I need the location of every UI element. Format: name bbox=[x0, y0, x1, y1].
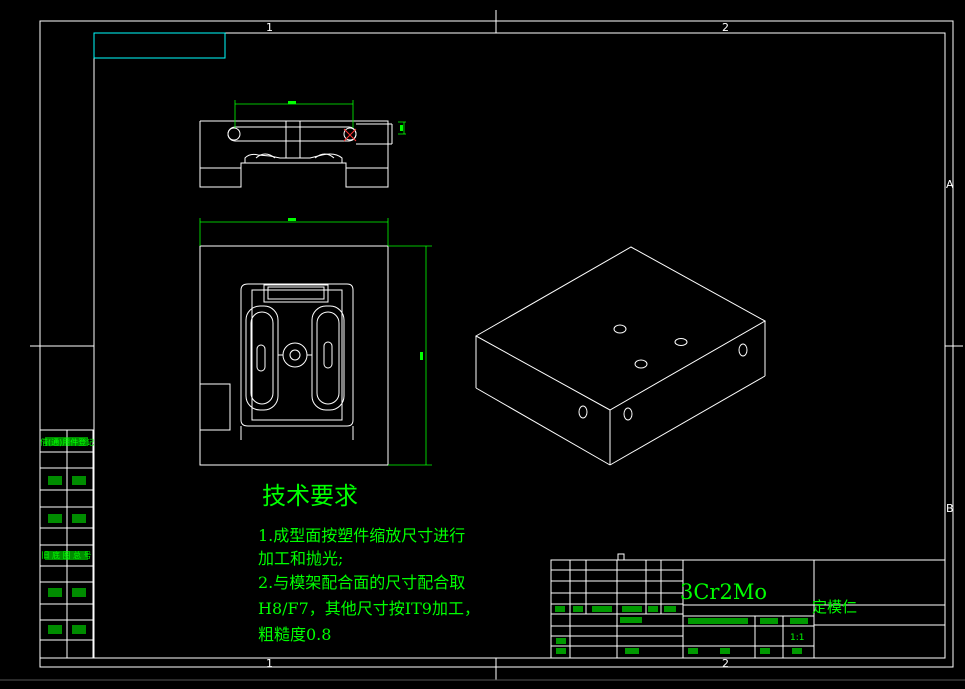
zone-label-bottom-1: 1 bbox=[266, 657, 273, 670]
zone-label-bottom-2: 2 bbox=[722, 657, 729, 670]
isometric-view bbox=[474, 246, 767, 466]
title-block bbox=[550, 559, 946, 659]
side-registration-table bbox=[39, 429, 94, 659]
tech-requirement-line-2: 加工和抛光; bbox=[258, 549, 344, 568]
side-label-signature: 签 字 bbox=[40, 588, 93, 598]
side-label-date: 日 期 bbox=[40, 625, 93, 635]
tech-requirement-line-1: 1.成型面按塑件缩放尺寸进行 bbox=[258, 526, 466, 545]
drawing-frame bbox=[39, 20, 954, 668]
top-view bbox=[199, 120, 393, 188]
zone-label-top-2: 2 bbox=[722, 21, 729, 34]
top-view-hidden-mark bbox=[343, 128, 357, 142]
centering-marks bbox=[0, 10, 965, 681]
tech-requirement-line-4: H8/F7，其他尺寸按IT9加工， bbox=[258, 599, 480, 618]
side-table-cells bbox=[45, 437, 88, 634]
top-view-dimensions bbox=[234, 100, 406, 135]
corner-title-box bbox=[93, 32, 226, 59]
tech-requirements-title: 技术要求 bbox=[262, 482, 358, 510]
side-label-reference-register: 借(通)用件登记 bbox=[40, 438, 95, 447]
tech-requirement-line-5: 粗糙度0.8 bbox=[258, 625, 332, 644]
scale-label: 1:1 bbox=[790, 633, 805, 643]
zone-label-top-1: 1 bbox=[266, 21, 273, 34]
zone-label-right-b: B bbox=[946, 502, 954, 515]
zone-label-right-a: A bbox=[946, 178, 954, 191]
part-name-label: 定模仁 bbox=[812, 598, 858, 616]
material-label: 3Cr2Mo bbox=[680, 580, 767, 604]
front-view-dimensions bbox=[199, 218, 432, 466]
tech-requirement-line-3: 2.与模架配合面的尺寸配合取 bbox=[258, 573, 466, 592]
title-block-small-labels bbox=[555, 606, 808, 654]
front-view bbox=[199, 245, 389, 466]
title-block-hollow-marker bbox=[617, 553, 625, 561]
side-label-old-drawing-number: 旧 底 图 总 号 bbox=[41, 551, 92, 560]
